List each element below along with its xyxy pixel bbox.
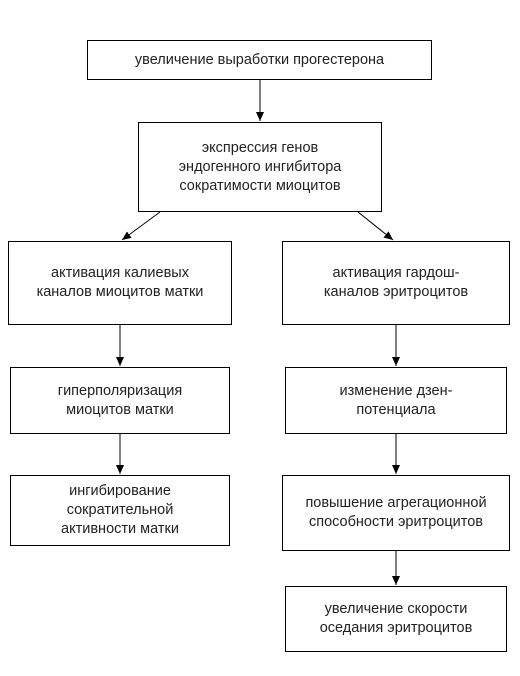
node-hyperpolarization: гиперполяризация миоцитов матки (10, 367, 230, 434)
arrow-expression-to-gardosh (357, 211, 394, 241)
node-aggregation-increase: повышение агрегационной способности эрит… (282, 475, 510, 551)
node-potassium-channel-activation: активация калиевых каналов миоцитов матк… (8, 241, 232, 325)
node-gardosh-channel-activation: активация гардош- каналов эритроцитов (282, 241, 510, 325)
node-zeta-potential-change: изменение дзен- потенциала (285, 367, 507, 434)
arrow-expression-to-potassium (121, 211, 161, 241)
node-sedimentation-rate-increase: увеличение скорости оседания эритроцитов (285, 586, 507, 652)
node-uterine-activity-inhibition: ингибирование сократительной активности … (10, 475, 230, 546)
node-progesterone-increase: увеличение выработки прогестерона (87, 40, 432, 80)
node-inhibitor-gene-expression: экспрессия генов эндогенного ингибитора … (138, 122, 382, 212)
